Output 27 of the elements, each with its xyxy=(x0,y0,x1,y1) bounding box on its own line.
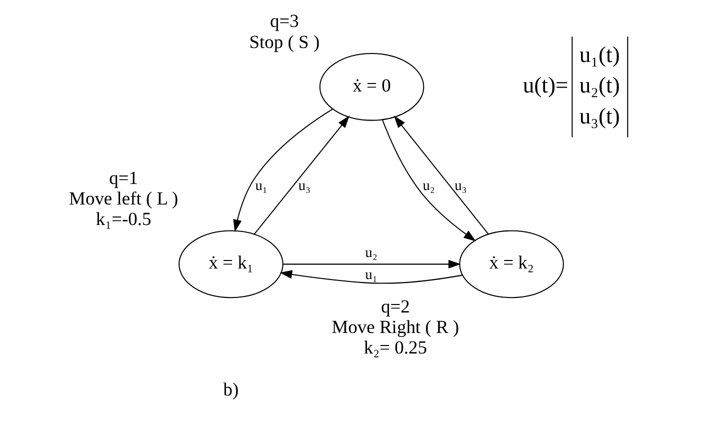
edge-label: u₃ xyxy=(298,178,310,194)
node-label: Move Right ( R ) xyxy=(331,316,459,337)
node-label: q=3 xyxy=(269,11,298,32)
edge-label: u₂ xyxy=(422,178,434,194)
arrow xyxy=(253,116,350,234)
edge-label: u₁ xyxy=(364,266,377,283)
label: u₃(t) xyxy=(578,103,620,128)
arrow xyxy=(381,120,476,242)
node-label: k₁=-0.5 xyxy=(95,209,151,230)
label: u₂(t) xyxy=(578,72,620,98)
edge-label: u₂ xyxy=(364,245,377,262)
node-ellipse: ẋ = 0 xyxy=(318,53,424,121)
label: b) xyxy=(222,380,238,400)
node-label: k₂= 0.25 xyxy=(363,337,426,358)
arrow xyxy=(393,116,488,234)
arrow xyxy=(279,270,462,284)
node-label: q=2 xyxy=(380,296,410,316)
node-ellipse: ẋ = k₁ xyxy=(178,230,283,298)
node-label: q=1 xyxy=(108,168,138,188)
node-label: Stop ( S ) xyxy=(248,32,320,52)
edge-label: u₁ xyxy=(254,178,267,194)
label: u₁(t) xyxy=(578,42,620,67)
arrow xyxy=(282,260,460,268)
label: u(t)= xyxy=(522,72,568,98)
node-label: Move left ( L ) xyxy=(68,188,178,208)
edge-label: u₃ xyxy=(454,178,466,194)
arrow xyxy=(232,108,332,232)
